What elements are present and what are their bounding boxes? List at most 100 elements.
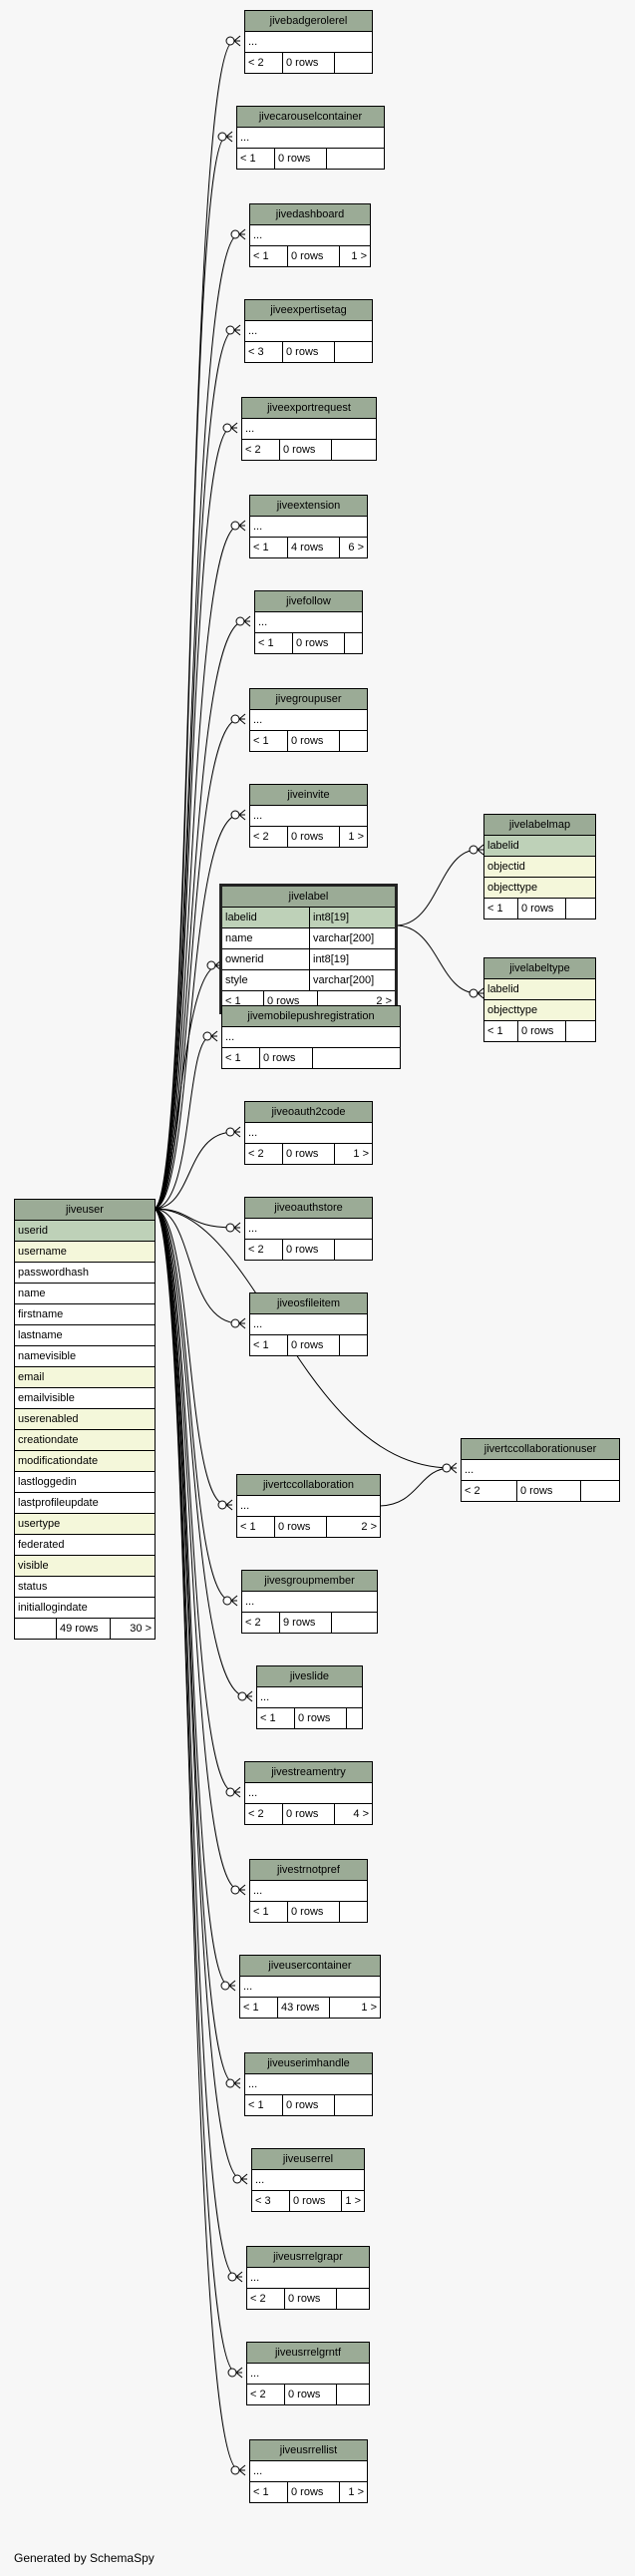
table-title: jivemobilepushregistration <box>222 1006 400 1027</box>
edge-end-jivecarouselcontainer-crowfoot <box>225 131 233 143</box>
edge-jiveusercontainer <box>153 1208 230 1987</box>
column-row: ... <box>250 225 370 246</box>
edge-end-jivelabeltype-crowfoot <box>476 987 484 999</box>
edge-end-jiveusercontainer <box>220 1981 230 1991</box>
column-row: ... <box>237 128 384 149</box>
footer-children: 30 > <box>130 1623 152 1635</box>
edge-end-jiveusrrellist-crowfoot <box>238 2464 246 2476</box>
footer-children <box>332 1613 377 1633</box>
table-jivertccollaborationuser[interactable]: jivertccollaborationuser ... < 2 0 rows <box>461 1438 620 1502</box>
footer-children <box>340 1335 367 1355</box>
edge-end-jiveusrrelgrntf <box>227 2368 237 2378</box>
footer-parents: < 2 <box>245 53 283 73</box>
footer-children <box>345 633 362 653</box>
edge-end-jiveosfileitem <box>230 1318 240 1328</box>
edge-end-jivertccollaboration-crowfoot <box>225 1499 233 1511</box>
footer-rows: 0 rows <box>280 440 332 460</box>
edge-jivesgroupmember <box>153 1208 232 1602</box>
table-title: jivelabelmap <box>484 815 595 836</box>
footer-rows: 0 rows <box>288 1335 340 1355</box>
footer-rows: 0 rows <box>288 1902 340 1922</box>
column-name: style <box>222 970 310 990</box>
table-jivelabeltype[interactable]: jivelabeltype labelid objecttype < 1 0 r… <box>483 957 596 1042</box>
footer-rows: 0 rows <box>283 1144 335 1164</box>
footer-rows: 0 rows <box>260 1048 313 1068</box>
table-jivelabelmap[interactable]: jivelabelmap labelid objectid objecttype… <box>483 814 596 920</box>
footer-rows: 0 rows <box>288 731 340 751</box>
footer-children <box>337 2385 369 2404</box>
edge-end-jivefollow-crowfoot <box>243 615 251 627</box>
edge-jiveusrrelgrapr <box>153 1208 237 2278</box>
edge-end-collabuser-crowfoot <box>450 1462 458 1474</box>
column-row: status <box>15 1577 155 1598</box>
edge-end-jivestreamentry <box>225 1787 235 1797</box>
footer-rows: 0 rows <box>518 899 566 919</box>
column-row: ... <box>245 32 372 53</box>
column-row: ... <box>242 1592 377 1613</box>
footer-rows: 0 rows <box>290 2191 342 2211</box>
table-title: jivertccollaboration <box>237 1475 380 1496</box>
column-row: userenabled <box>15 1409 155 1430</box>
column-row: ... <box>252 2170 364 2191</box>
footer-rows: 0 rows <box>288 827 340 847</box>
column-row: labelid <box>484 836 595 857</box>
footer-rows: 0 rows <box>275 149 327 169</box>
footer-children: 2 > <box>376 995 392 1007</box>
table-title: jiveuser <box>15 1200 155 1221</box>
table-title: jivelabel <box>222 887 395 908</box>
footer-parents: < 2 <box>247 2289 285 2309</box>
footer-children <box>347 1708 362 1728</box>
edge-jiveinvite <box>153 814 240 1210</box>
column-row: name <box>15 1284 155 1304</box>
edge-end-jivesgroupmember <box>222 1596 232 1606</box>
edge-jivedashboard <box>153 233 240 1210</box>
column-row: ... <box>242 419 376 440</box>
edge-end-jivestrnotpref-crowfoot <box>238 1884 246 1896</box>
column-type: int8[19] <box>313 912 350 923</box>
footer-children: 4 > <box>353 1808 369 1820</box>
table-title: jiveusrrelgrntf <box>247 2343 369 2364</box>
edge-jiveoauth2code <box>153 1131 235 1210</box>
table-title: jivecarouselcontainer <box>237 107 384 128</box>
edge-end-jiveoauth2code <box>225 1127 235 1137</box>
edge-jivertccollaboration <box>153 1208 227 1506</box>
column-row: userid <box>15 1221 155 1242</box>
table-title: jiveoauth2code <box>245 1102 372 1123</box>
footer-children: 1 > <box>345 2195 361 2207</box>
table-title: jiveexportrequest <box>242 398 376 419</box>
edge-end-jiveextension-crowfoot <box>238 520 246 532</box>
footer-parents: < 1 <box>257 1708 295 1728</box>
column-row: ... <box>250 1314 367 1335</box>
edge-end-jivesgroupmember-crowfoot <box>230 1595 238 1607</box>
